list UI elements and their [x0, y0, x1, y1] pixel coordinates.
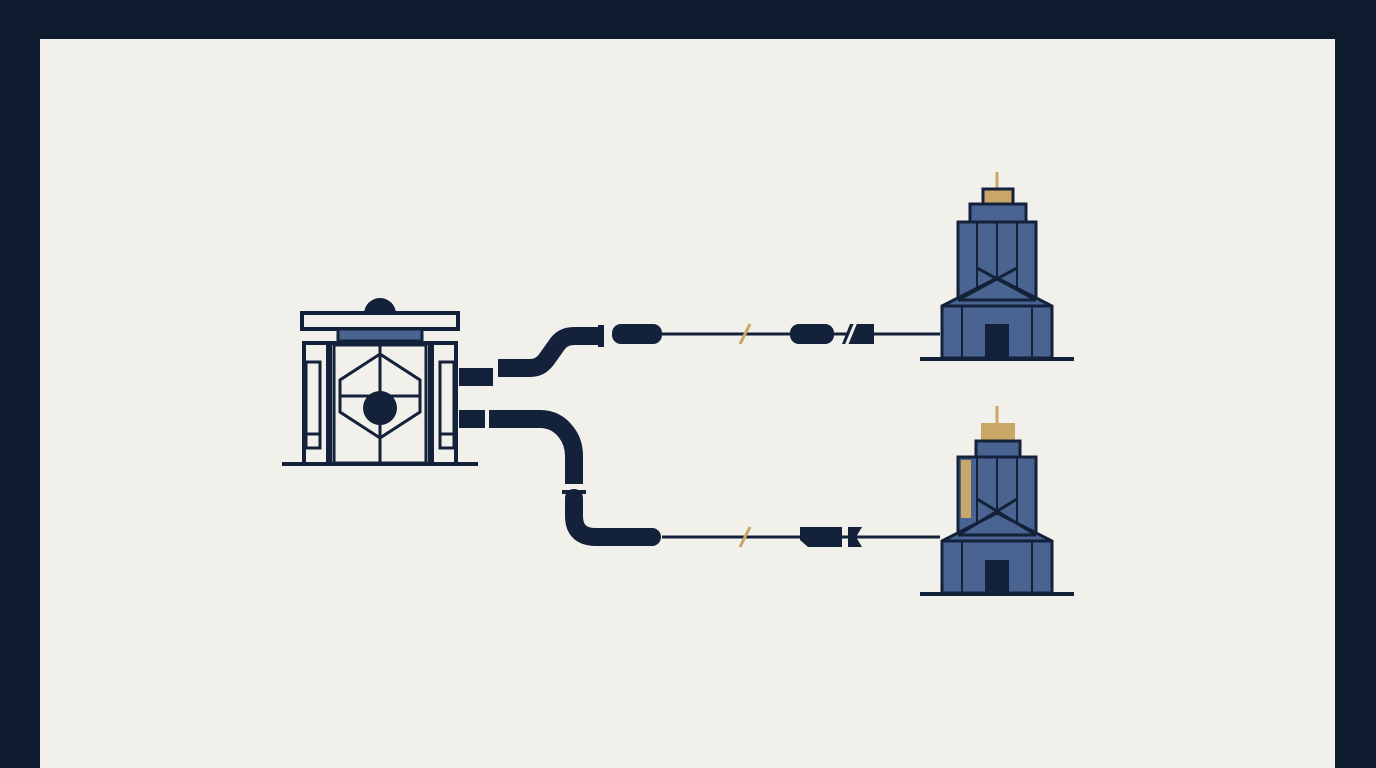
pipe-connector-icon [459, 410, 940, 548]
pipe-connector-icon [459, 321, 940, 386]
tower-building-icon [920, 406, 1074, 596]
tower-building-icon [920, 172, 1074, 361]
vault-gateway-icon [282, 298, 478, 466]
diagram-canvas [40, 39, 1335, 768]
